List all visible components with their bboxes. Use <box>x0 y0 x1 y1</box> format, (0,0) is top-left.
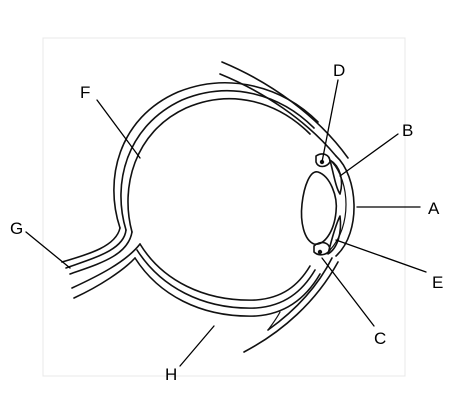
leader-d <box>321 79 339 163</box>
sclera-outer-lower <box>134 257 321 317</box>
label-c: C <box>374 329 386 348</box>
leader-g <box>25 231 71 269</box>
iris-lower <box>327 215 342 255</box>
leader-f <box>96 99 141 159</box>
label-d: D <box>333 61 345 80</box>
leader-h <box>179 325 215 367</box>
optic-nerve-bottom-outer <box>73 257 136 299</box>
label-e: E <box>432 273 443 292</box>
optic-nerve-bottom-inner <box>71 243 141 289</box>
optic-nerve-mid <box>69 231 133 275</box>
leader-c <box>321 257 375 327</box>
ciliary-body-upper <box>315 153 331 168</box>
ciliary-dot-lower <box>317 249 323 255</box>
upper-eyelid-outer <box>221 61 349 159</box>
optic-nerve-top-outer <box>61 227 121 263</box>
leader-e <box>335 239 427 273</box>
choroid-upper <box>120 89 315 231</box>
sclera-outer-upper <box>113 82 319 229</box>
optic-nerve-top-inner <box>65 229 127 269</box>
label-b: B <box>402 121 413 140</box>
lens <box>300 171 338 245</box>
leader-b <box>339 133 399 177</box>
diagram-frame <box>42 37 406 377</box>
cornea <box>335 155 355 257</box>
label-h: H <box>165 365 177 384</box>
retina-lower <box>139 243 311 301</box>
optic-nerve <box>61 227 141 299</box>
retina-upper <box>127 97 311 233</box>
label-g: G <box>10 219 23 238</box>
label-a: A <box>428 199 440 218</box>
iris-upper <box>329 159 343 195</box>
choroid-lower <box>136 249 316 309</box>
cornea-inner <box>329 161 347 251</box>
labels: A B C D E F G H <box>10 61 443 384</box>
lower-eyelid-outer <box>243 261 339 353</box>
eyeball-layers <box>113 82 321 317</box>
label-f: F <box>80 83 90 102</box>
lower-lid-fold <box>267 311 281 331</box>
leader-lines <box>25 79 427 367</box>
